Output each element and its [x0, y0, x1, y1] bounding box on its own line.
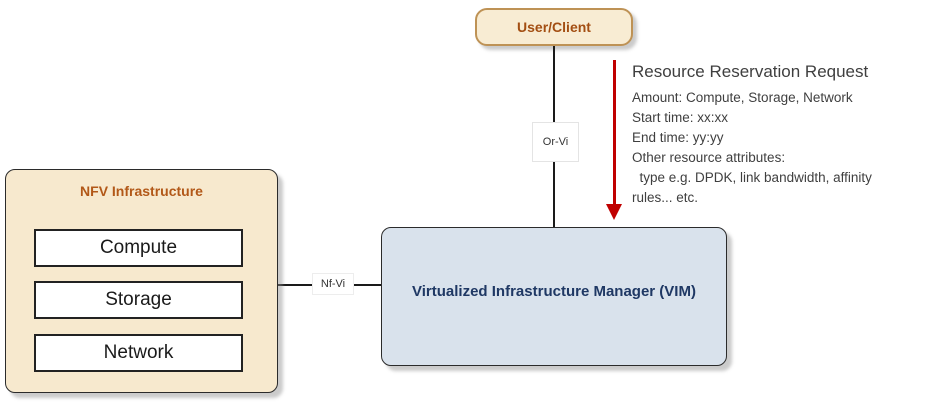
- nf-vi-label-text: Nf-Vi: [320, 278, 346, 290]
- request-line-amount: Amount: Compute, Storage, Network: [632, 90, 853, 105]
- request-line-type: type e.g. DPDK, link bandwidth, affinity: [632, 170, 872, 185]
- vim-node: Virtualized Infrastructure Manager (VIM): [381, 227, 727, 366]
- nf-vi-interface-label: Nf-Vi: [312, 273, 354, 295]
- request-title: Resource Reservation Request: [632, 62, 869, 81]
- user-client-label: User/Client: [517, 19, 591, 35]
- network-label: Network: [103, 342, 174, 363]
- or-vi-label-text: Or-Vi: [542, 136, 569, 148]
- request-line-rules: rules... etc.: [632, 190, 699, 205]
- network-node: Network: [34, 334, 243, 372]
- resource-request-arrowhead-icon: [606, 204, 622, 220]
- request-line-other-attributes: Other resource attributes:: [632, 150, 786, 165]
- request-line-start-time: Start time: xx:xx: [632, 110, 729, 125]
- user-client-node: User/Client: [475, 8, 633, 46]
- compute-node: Compute: [34, 229, 243, 267]
- nfv-infrastructure-title: NFV Infrastructure: [80, 183, 203, 199]
- vim-label: Virtualized Infrastructure Manager (VIM): [412, 283, 696, 300]
- request-line-end-time: End time: yy:yy: [632, 130, 724, 145]
- or-vi-interface-label: Or-Vi: [532, 122, 579, 162]
- resource-request-arrow-line: [613, 60, 616, 206]
- compute-label: Compute: [99, 237, 178, 258]
- storage-node: Storage: [34, 281, 243, 319]
- storage-label: Storage: [105, 289, 172, 310]
- resource-request-annotation: Resource Reservation Request Amount: Com…: [632, 60, 872, 208]
- nfv-infrastructure-node: NFV Infrastructure Compute Storage Netwo…: [5, 169, 278, 393]
